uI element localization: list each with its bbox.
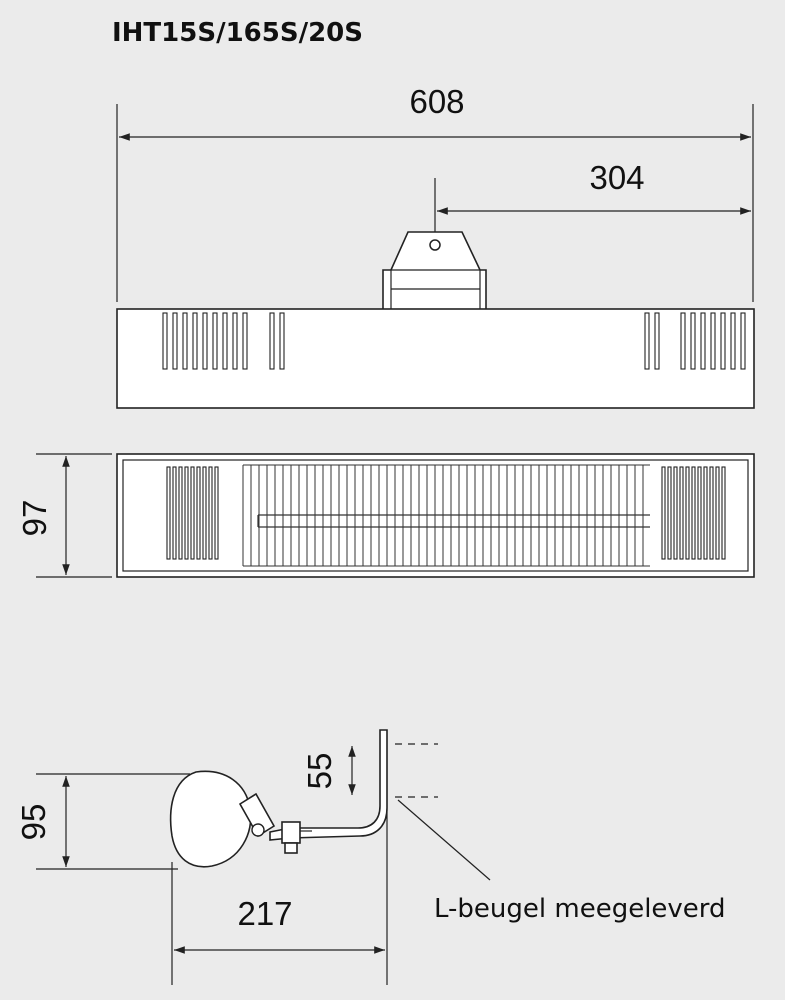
vent-slot [202,466,207,560]
vent-slot [730,312,736,370]
vent-slot [162,312,168,370]
vent-slot [685,466,690,560]
vent-slot [214,466,219,560]
top-view: 608 304 [116,83,755,409]
vent-slot [182,312,188,370]
vent-slot [715,466,720,560]
heater-inner-frame [122,459,749,572]
front-view: 97 [16,453,755,578]
vent-slot [192,312,198,370]
vent-slot [667,466,672,560]
vent-slot [196,466,201,560]
vent-slot [178,466,183,560]
vent-slot [700,312,706,370]
vent-slot [673,466,678,560]
vent-slot [166,466,171,560]
side-view: 95 217 55 L-beugel meegeleverd [15,729,726,985]
vent-slot [212,312,218,370]
bracket-clamp [281,821,301,844]
drawing-title: IHT15S/165S/20S [112,18,363,48]
vent-slot [697,466,702,560]
front-vents [166,466,726,560]
vent-slot [202,312,208,370]
vent-slot [661,466,666,560]
vent-slot [691,466,696,560]
heater-side-profile [169,770,276,868]
vent-slot [269,312,275,370]
leader-line [397,799,491,881]
top-vents [162,312,746,370]
vent-slot [720,312,726,370]
vent-slot [190,466,195,560]
vent-slot [172,312,178,370]
l-bracket [269,729,388,854]
vent-slot [690,312,696,370]
vent-slot [680,312,686,370]
dimension-label-95: 95 [15,804,52,841]
vent-slot [644,312,650,370]
vent-slot [242,312,248,370]
vent-slot [232,312,238,370]
vent-slot [184,466,189,560]
top-mount-bracket [382,231,487,311]
vent-slot [208,466,213,560]
dimension-label-608: 608 [409,83,464,120]
mount-hole [429,239,441,251]
vent-slot [740,312,746,370]
dimension-label-304: 304 [589,159,644,196]
vent-slot [222,312,228,370]
vent-slot [172,466,177,560]
vent-slot [279,312,285,370]
bracket-nut [284,842,298,854]
dimension-label-55: 55 [301,753,338,790]
bracket-note: L-beugel meegeleverd [434,894,726,924]
vent-slot [703,466,708,560]
front-grille [242,464,650,567]
vent-slot [709,466,714,560]
vent-slot [721,466,726,560]
dimension-label-97: 97 [16,500,53,537]
vent-slot [654,312,660,370]
dimension-label-217: 217 [237,895,292,932]
vent-slot [710,312,716,370]
vent-slot [679,466,684,560]
